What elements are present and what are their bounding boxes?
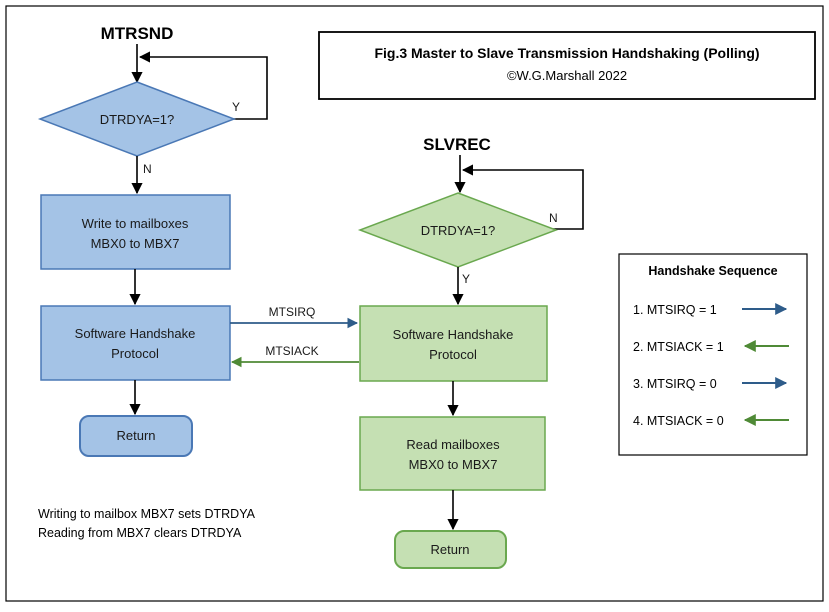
legend-item: 3. MTSIRQ = 0 — [633, 377, 788, 391]
slave-decision-text: DTRDYA=1? — [421, 223, 496, 238]
master-write-box: Write to mailboxes MBX0 to MBX7 — [40, 194, 231, 270]
master-protocol-line2: Protocol — [111, 346, 159, 361]
legend-item: 2. MTSIACK = 1 — [633, 340, 789, 354]
master-entry-label: MTRSND — [101, 24, 174, 43]
slave-yes-label: Y — [462, 272, 470, 286]
slave-return-text: Return — [430, 542, 469, 557]
slave-read-line1: Read mailboxes — [406, 437, 500, 452]
slave-entry-label: SLVREC — [423, 135, 491, 154]
figure-copyright: ©W.G.Marshall 2022 — [507, 68, 627, 83]
slave-read-box: Read mailboxes MBX0 to MBX7 — [359, 416, 546, 491]
slave-protocol-line1: Software Handshake — [393, 327, 514, 342]
slave-read-line2: MBX0 to MBX7 — [409, 457, 498, 472]
note-line-2: Reading from MBX7 clears DTRDYA — [38, 526, 242, 540]
figure-title-box: Fig.3 Master to Slave Transmission Hands… — [318, 31, 816, 100]
slave-no-label: N — [549, 211, 558, 225]
master-return-terminal: Return — [79, 415, 193, 457]
legend-item-text: 3. MTSIRQ = 0 — [633, 377, 717, 391]
master-write-line2: MBX0 to MBX7 — [91, 236, 180, 251]
slave-return-terminal: Return — [394, 530, 507, 569]
figure-title: Fig.3 Master to Slave Transmission Hands… — [374, 45, 759, 61]
legend-item-text: 4. MTSIACK = 0 — [633, 414, 724, 428]
legend-items: 1. MTSIRQ = 1 2. MTSIACK = 1 3. MTSIRQ = 0… — [633, 303, 789, 428]
note-line-1: Writing to mailbox MBX7 sets DTRDYA — [38, 507, 256, 521]
master-yes-loop-arrow — [138, 51, 268, 120]
slave-protocol-line2: Protocol — [429, 347, 477, 362]
slave-protocol-box: Software Handshake Protocol — [359, 305, 548, 382]
mtsirq-label: MTSIRQ — [269, 305, 316, 319]
master-no-label: N — [143, 162, 152, 176]
slave-no-loop-arrow — [461, 164, 584, 230]
mtsiack-label: MTSIACK — [265, 344, 318, 358]
legend-item-text: 2. MTSIACK = 1 — [633, 340, 724, 354]
handshake-legend: Handshake Sequence 1. MTSIRQ = 1 2. MTSIA… — [618, 253, 808, 456]
legend-item: 1. MTSIRQ = 1 — [633, 303, 788, 317]
legend-title: Handshake Sequence — [648, 264, 777, 278]
master-decision-text: DTRDYA=1? — [100, 112, 175, 127]
legend-item: 4. MTSIACK = 0 — [633, 414, 789, 428]
master-write-line1: Write to mailboxes — [82, 216, 189, 231]
legend-item-text: 1. MTSIRQ = 1 — [633, 303, 717, 317]
master-return-text: Return — [116, 428, 155, 443]
master-yes-label: Y — [232, 100, 240, 114]
master-protocol-box: Software Handshake Protocol — [40, 305, 231, 381]
master-protocol-line1: Software Handshake — [75, 326, 196, 341]
